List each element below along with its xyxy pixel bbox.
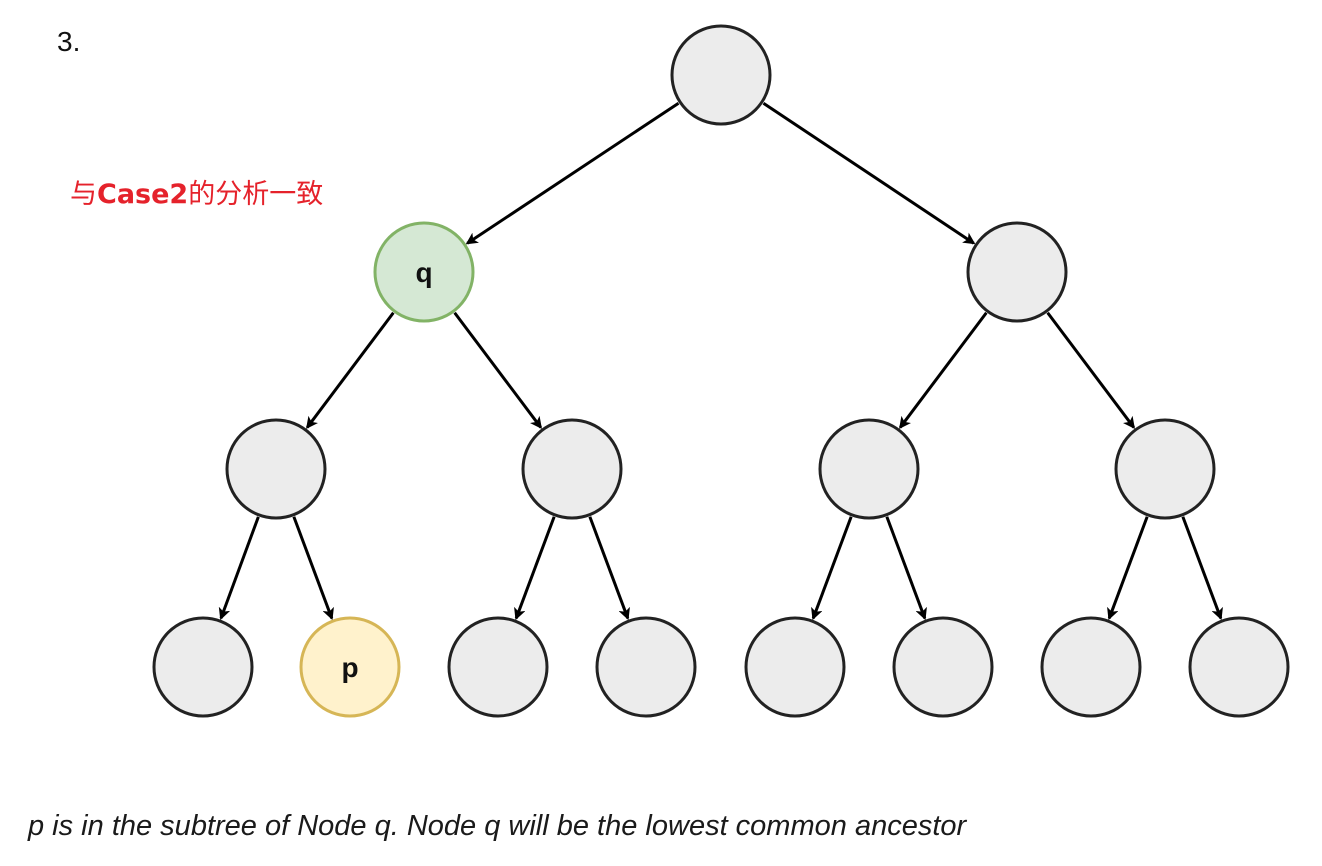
node-circle	[670, 24, 772, 126]
node-circle	[299, 616, 401, 718]
node-circle	[892, 616, 994, 718]
edge-n3-n8	[292, 516, 334, 621]
node-label: p	[341, 652, 358, 683]
node-circle	[521, 418, 623, 520]
edge-n4-n10	[588, 516, 630, 621]
annotation-prefix: 与	[70, 179, 97, 210]
edge-n3-n7	[218, 516, 260, 621]
node-circle	[373, 221, 475, 323]
node-circle	[595, 616, 697, 718]
tree-node	[1188, 616, 1290, 718]
edge-n0-n1	[465, 101, 680, 245]
node-circle	[225, 418, 327, 520]
edge-n6-n14	[1181, 516, 1223, 621]
tree-edges	[218, 101, 1223, 621]
tree-node	[966, 221, 1068, 323]
edge-n2-n6	[1046, 311, 1135, 430]
tree-nodes: qp	[152, 24, 1290, 718]
edge-n5-n12	[885, 516, 927, 621]
tree-node	[521, 418, 623, 520]
tree-node	[1114, 418, 1216, 520]
node-circle	[966, 221, 1068, 323]
node-circle	[818, 418, 920, 520]
tree-node-p: p	[299, 616, 401, 718]
caption: p is in the subtree of Node q. Node q wi…	[28, 810, 967, 842]
tree-node	[1040, 616, 1142, 718]
annotation-text: 与Case2的分析一致	[70, 172, 323, 211]
tree-node	[818, 418, 920, 520]
tree-node	[152, 616, 254, 718]
edge-n6-n13	[1107, 516, 1149, 621]
tree-node	[225, 418, 327, 520]
tree-node	[744, 616, 846, 718]
section-number: 3.	[57, 26, 81, 57]
node-circle	[1188, 616, 1290, 718]
node-circle	[744, 616, 846, 718]
annotation-suffix: 的分析一致	[188, 179, 324, 210]
annotation-case-ref: Case2	[97, 179, 189, 210]
node-circle	[1114, 418, 1216, 520]
tree-node-q: q	[373, 221, 475, 323]
edge-n5-n11	[811, 516, 853, 621]
edge-n1-n3	[306, 311, 395, 430]
tree-node	[892, 616, 994, 718]
edge-n0-n2	[762, 102, 976, 245]
edge-n2-n5	[899, 311, 988, 430]
node-circle	[152, 616, 254, 718]
edge-n1-n4	[453, 311, 542, 430]
node-circle	[1040, 616, 1142, 718]
node-label: q	[415, 257, 432, 288]
binary-tree-diagram: qp	[152, 24, 1290, 718]
tree-node	[447, 616, 549, 718]
edge-n4-n9	[514, 516, 556, 621]
node-circle	[447, 616, 549, 718]
tree-node	[595, 616, 697, 718]
tree-node	[670, 24, 772, 126]
